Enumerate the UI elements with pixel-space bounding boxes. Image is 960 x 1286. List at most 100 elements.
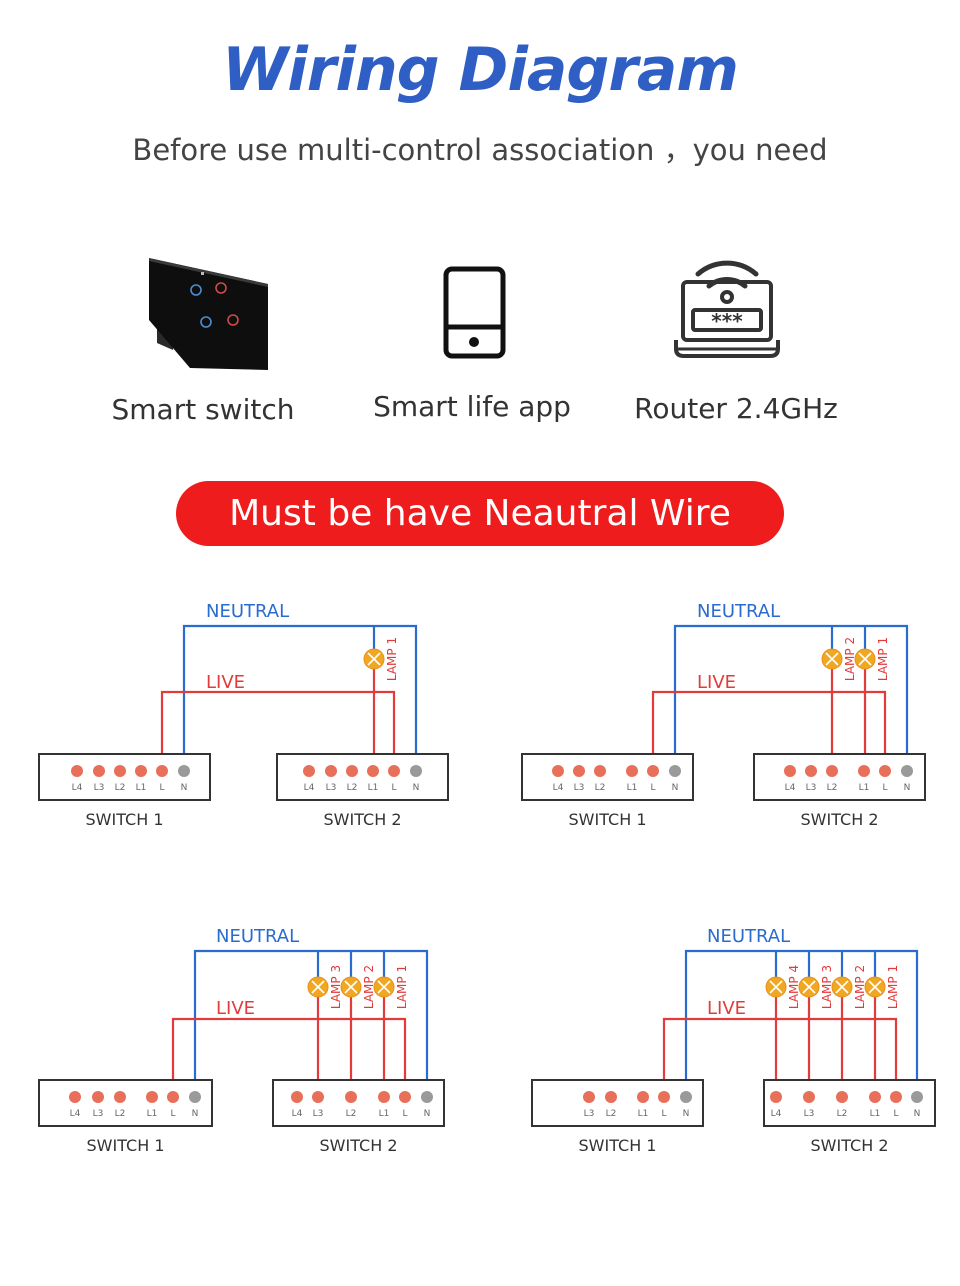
terminal-label: N bbox=[424, 1109, 431, 1119]
smart-switch-panel-icon bbox=[149, 258, 268, 370]
terminal-dot bbox=[146, 1091, 158, 1103]
terminal-label: L bbox=[170, 1109, 175, 1119]
terminal-label: L3 bbox=[326, 783, 337, 793]
terminal-label: N bbox=[672, 783, 679, 793]
live-label: LIVE bbox=[707, 998, 746, 1019]
requirement-smart-life-app: Smart life app bbox=[322, 240, 622, 440]
terminal-label: L1 bbox=[136, 783, 147, 793]
neutral-label: NEUTRAL bbox=[216, 926, 299, 947]
terminal-dot bbox=[346, 765, 358, 777]
terminal-label: L1 bbox=[147, 1109, 158, 1119]
terminal-label: L2 bbox=[346, 1109, 357, 1119]
terminal-dot bbox=[410, 765, 422, 777]
terminal-label: L bbox=[882, 783, 887, 793]
terminal-label: L3 bbox=[804, 1109, 815, 1119]
switch-box bbox=[276, 753, 449, 801]
terminal-label: L bbox=[893, 1109, 898, 1119]
terminal-dot bbox=[345, 1091, 357, 1103]
terminal-dot bbox=[189, 1091, 201, 1103]
switch2-label: SWITCH 2 bbox=[320, 1136, 398, 1155]
lamp: LAMP 3 bbox=[798, 965, 834, 1009]
terminal-dot bbox=[312, 1091, 324, 1103]
terminal-label: L2 bbox=[347, 783, 358, 793]
terminal-dot bbox=[770, 1091, 782, 1103]
terminal-dot bbox=[69, 1091, 81, 1103]
switch-box bbox=[763, 1079, 936, 1127]
terminal-label: L1 bbox=[870, 1109, 881, 1119]
lamp-label: LAMP 3 bbox=[329, 965, 343, 1009]
terminal-dot bbox=[303, 765, 315, 777]
requirement-label: Smart switch bbox=[111, 393, 295, 426]
terminal-dot bbox=[378, 1091, 390, 1103]
terminal-dot bbox=[71, 765, 83, 777]
lamp: LAMP 3 bbox=[307, 965, 343, 1009]
lamp: LAMP 2 bbox=[821, 637, 857, 681]
terminal-label: N bbox=[181, 783, 188, 793]
terminal-label: L2 bbox=[115, 1109, 126, 1119]
lamp: LAMP 1 bbox=[864, 965, 900, 1009]
terminal-dot bbox=[669, 765, 681, 777]
wifi-router-icon: *** bbox=[674, 260, 780, 358]
lamp: LAMP 1 bbox=[363, 637, 399, 681]
terminal-dot bbox=[826, 765, 838, 777]
neutral-wire bbox=[193, 949, 429, 1097]
terminal-dot bbox=[178, 765, 190, 777]
lamp-label: LAMP 3 bbox=[820, 965, 834, 1009]
terminal-label: N bbox=[904, 783, 911, 793]
terminal-dot bbox=[901, 765, 913, 777]
switch-box bbox=[38, 1079, 213, 1127]
terminal-label: L3 bbox=[574, 783, 585, 793]
neutral-label: NEUTRAL bbox=[206, 601, 289, 622]
lamp: LAMP 1 bbox=[854, 637, 890, 681]
neutral-label: NEUTRAL bbox=[697, 601, 780, 622]
terminal-dot bbox=[647, 765, 659, 777]
terminal-dot bbox=[114, 1091, 126, 1103]
terminal-label: L1 bbox=[627, 783, 638, 793]
switch2-label: SWITCH 2 bbox=[811, 1136, 889, 1155]
neutral-label: NEUTRAL bbox=[707, 926, 790, 947]
lamp-label: LAMP 1 bbox=[385, 637, 399, 681]
terminal-label: N bbox=[683, 1109, 690, 1119]
terminal-dot bbox=[388, 765, 400, 777]
page-title: Wiring Diagram bbox=[222, 35, 739, 105]
requirement-router: *** Router 2.4GHz bbox=[586, 240, 886, 440]
terminal-label: L bbox=[661, 1109, 666, 1119]
terminal-dot bbox=[637, 1091, 649, 1103]
terminal-label: L4 bbox=[70, 1109, 81, 1119]
switch2-label: SWITCH 2 bbox=[801, 810, 879, 829]
requirement-label: Router 2.4GHz bbox=[634, 392, 838, 425]
terminal-dot bbox=[858, 765, 870, 777]
live-wire bbox=[651, 690, 887, 771]
terminal-label: L1 bbox=[638, 1109, 649, 1119]
terminal-dot bbox=[803, 1091, 815, 1103]
lamp-label: LAMP 1 bbox=[395, 965, 409, 1009]
live-wire bbox=[662, 1017, 898, 1097]
live-wire bbox=[160, 690, 396, 771]
switch1-label: SWITCH 1 bbox=[86, 810, 164, 829]
lamp: LAMP 2 bbox=[831, 965, 867, 1009]
terminal-dot bbox=[784, 765, 796, 777]
terminal-label: L3 bbox=[94, 783, 105, 793]
lamp-label: LAMP 2 bbox=[843, 637, 857, 681]
live-label: LIVE bbox=[216, 998, 255, 1019]
lamp-label: LAMP 1 bbox=[876, 637, 890, 681]
switch-box bbox=[38, 753, 211, 801]
neutral-wire bbox=[684, 949, 919, 1097]
terminal-label: L4 bbox=[292, 1109, 303, 1119]
terminal-dot bbox=[869, 1091, 881, 1103]
terminal-dot bbox=[135, 765, 147, 777]
terminal-dot bbox=[583, 1091, 595, 1103]
terminal-dot bbox=[167, 1091, 179, 1103]
terminal-dot bbox=[325, 765, 337, 777]
terminal-dot bbox=[552, 765, 564, 777]
terminal-label: L4 bbox=[304, 783, 315, 793]
